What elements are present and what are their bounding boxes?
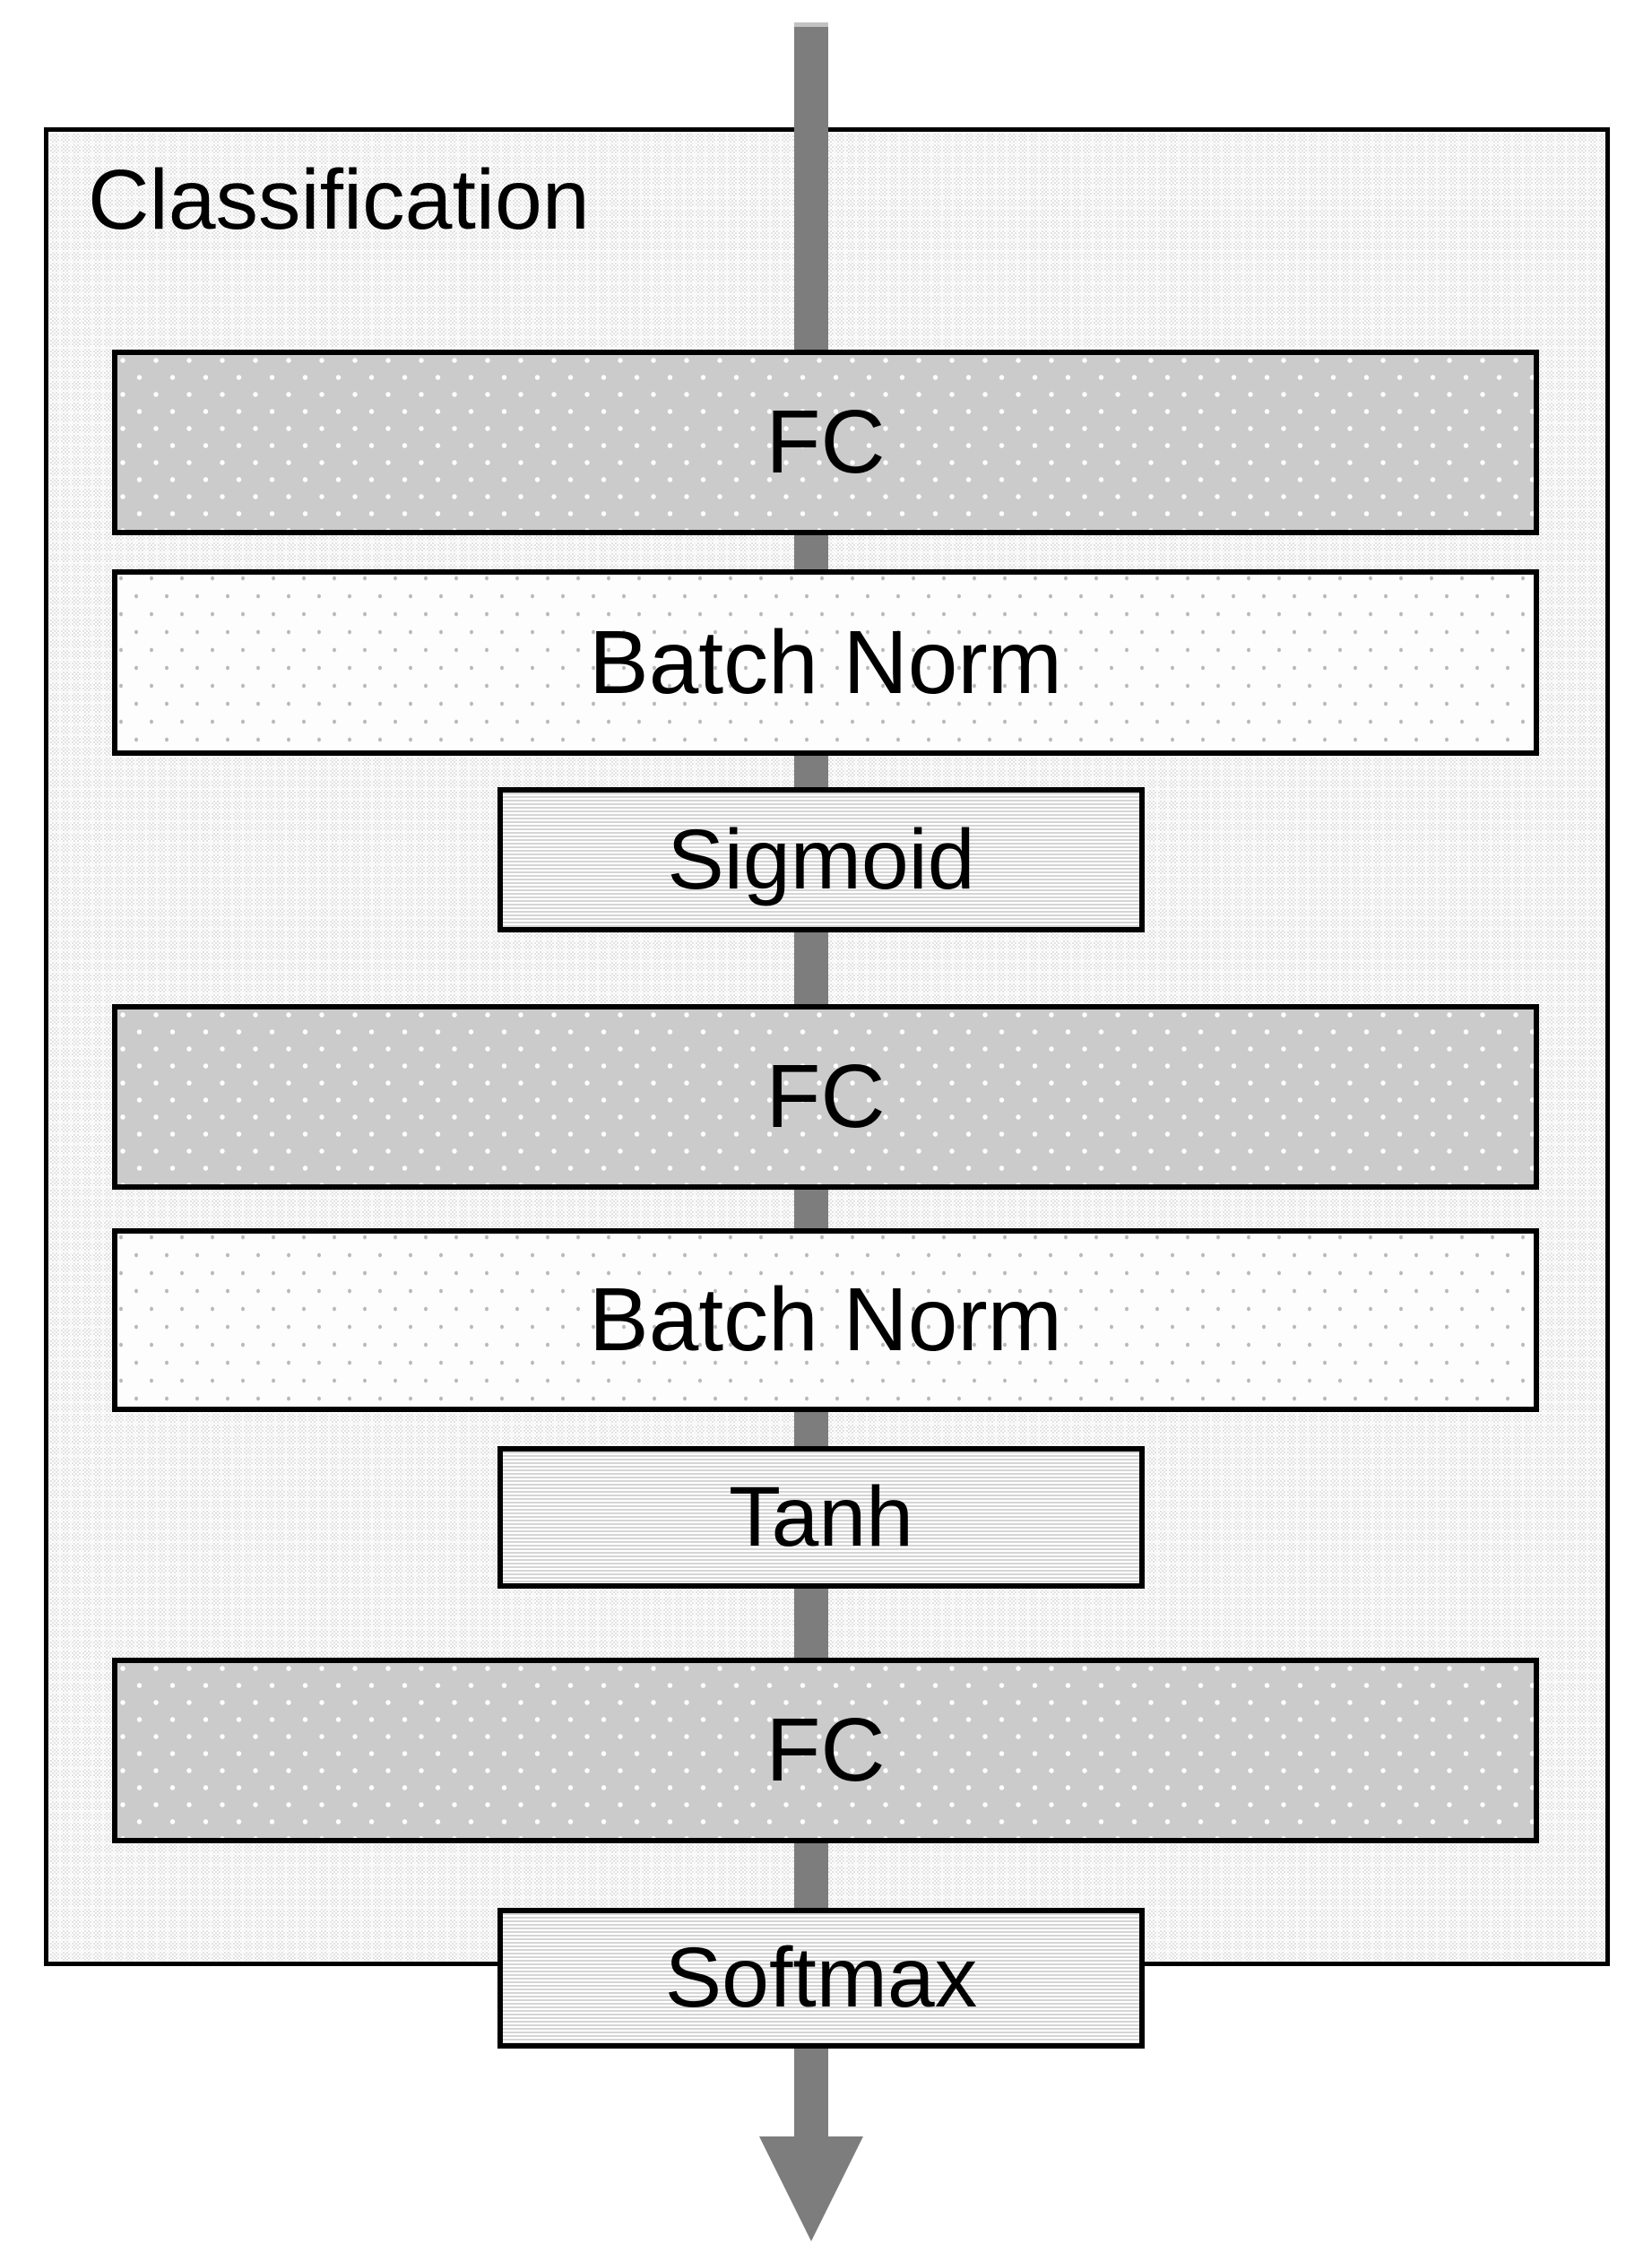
flow-arrow-head-icon <box>759 2136 863 2241</box>
layer-label-fc-2: FC <box>765 1046 886 1147</box>
classification-group-label: Classification <box>88 152 590 247</box>
layer-box-batch-norm-2: Batch Norm <box>112 1228 1539 1412</box>
layer-box-fc-3: FC <box>112 1658 1539 1843</box>
layer-box-tanh: Tanh <box>497 1446 1145 1589</box>
layer-box-softmax: Softmax <box>497 1908 1145 2049</box>
layer-label-sigmoid: Sigmoid <box>667 811 975 907</box>
layer-label-fc-1: FC <box>765 392 886 492</box>
layer-label-fc-3: FC <box>765 1700 886 1800</box>
layer-label-tanh: Tanh <box>728 1469 913 1564</box>
layer-box-sigmoid: Sigmoid <box>497 787 1145 932</box>
layer-box-fc-2: FC <box>112 1004 1539 1190</box>
layer-box-fc-1: FC <box>112 350 1539 535</box>
layer-label-softmax: Softmax <box>664 1930 978 2025</box>
layer-label-batch-norm-1: Batch Norm <box>589 611 1062 713</box>
layer-label-batch-norm-2: Batch Norm <box>589 1269 1062 1370</box>
layer-box-batch-norm-1: Batch Norm <box>112 569 1539 756</box>
